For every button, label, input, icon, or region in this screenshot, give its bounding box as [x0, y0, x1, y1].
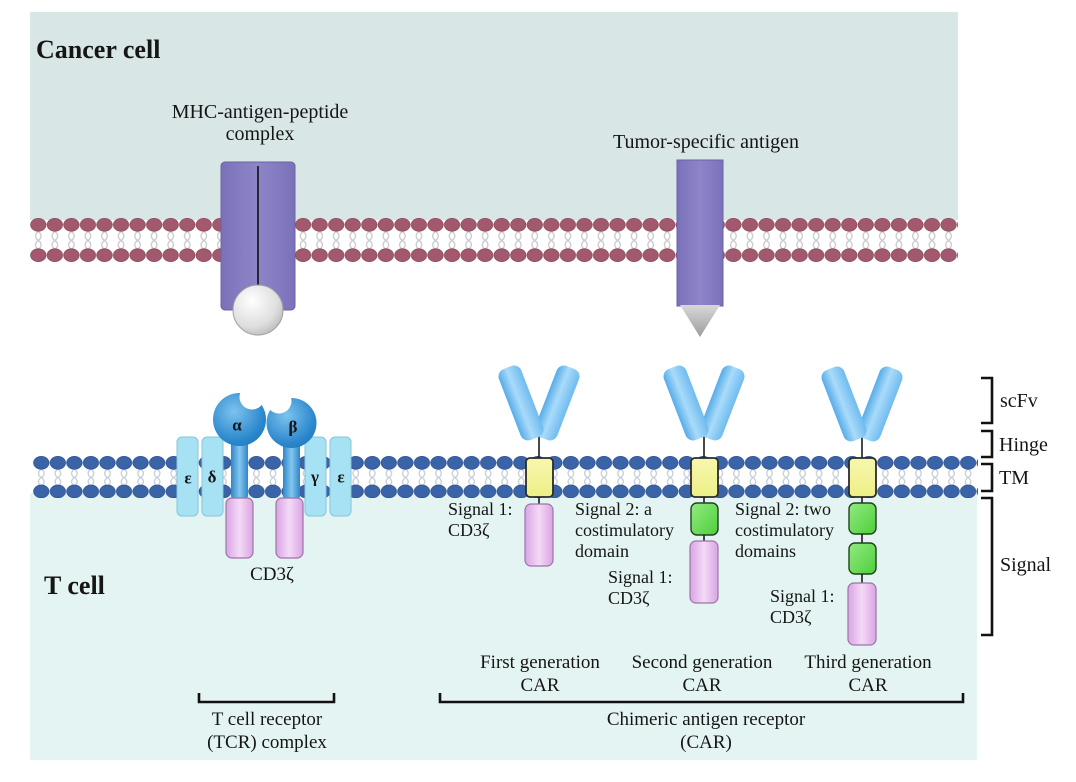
cd3-epsilon-right-label: ε: [337, 467, 345, 487]
signal-bracket: [981, 496, 994, 637]
tm-domain: [848, 457, 877, 498]
cd3z-domain: [689, 540, 719, 604]
cancer-cell-body: [30, 12, 958, 220]
second-car-signal1-label: Signal 1: CD3ζ: [608, 567, 673, 608]
tcr-cd3z-label: CD3ζ: [250, 564, 294, 585]
third-car-signal1-label: Signal 1: CD3ζ: [770, 586, 835, 627]
third-car-signal2-label: Signal 2: two costimulatory domains: [735, 499, 834, 561]
first-generation-car: [496, 363, 582, 567]
t-cell-body: [30, 493, 977, 760]
antigen-tip: [680, 305, 720, 337]
tcr-beta-label: β: [288, 417, 298, 437]
cd3-epsilon-right: [329, 436, 352, 517]
tcr-cd3z-left: [225, 497, 254, 559]
cd3-epsilon-left: [176, 436, 199, 517]
second-generation-car: [661, 363, 747, 604]
costimulatory-domain-1: [848, 502, 877, 535]
scfv-label: scFv: [1000, 390, 1038, 412]
first-generation-car-label: First generation CAR: [480, 652, 600, 696]
t-cell-membrane: [33, 456, 978, 498]
cd3-gamma-label: γ: [311, 467, 319, 487]
tm-bracket: [981, 462, 994, 493]
tcr-alpha-label: α: [232, 415, 242, 435]
tm-domain: [525, 457, 554, 498]
scfv-bracket: [981, 376, 994, 425]
cd3-gamma: [304, 436, 327, 517]
domain-brackets: [981, 376, 994, 637]
costimulatory-domain: [690, 502, 719, 536]
mhc-antigen-peptide-complex: [220, 161, 296, 336]
cd3z-domain: [847, 582, 877, 646]
tm-domain: [690, 457, 719, 498]
third-generation-car-label: Third generation CAR: [804, 652, 932, 696]
tcr-beta-notch: [266, 388, 292, 414]
first-car-signal1-label: Signal 1: CD3ζ: [448, 499, 513, 540]
tumor-specific-antigen: [676, 159, 724, 337]
scfv-domain: [661, 363, 747, 443]
t-cell-title: T cell: [44, 571, 105, 600]
group-brackets: [197, 693, 965, 704]
scfv-domain: [496, 363, 582, 443]
cd3-delta-label: δ: [207, 467, 217, 487]
third-generation-car: [819, 364, 905, 646]
signal-label: Signal: [1000, 554, 1052, 576]
tcr-complex: [176, 384, 352, 559]
costimulatory-domain-2: [848, 542, 877, 575]
tcr-bracket: [197, 693, 336, 704]
car-full-label: Chimeric antigen receptor (CAR): [606, 709, 806, 753]
cancer-cell-title: Cancer cell: [36, 35, 161, 64]
tm-label: TM: [999, 467, 1029, 489]
tumor-antigen-label: Tumor-specific antigen: [612, 131, 800, 153]
cd3z-domain: [524, 503, 554, 567]
tcr-beta-stem: [283, 432, 300, 502]
scfv-domain: [819, 364, 905, 444]
second-generation-car-label: Second generation CAR: [631, 652, 773, 696]
peptide-ball: [232, 284, 284, 336]
tcr-complex-label: T cell receptor (TCR) complex: [207, 709, 327, 753]
tcr-alpha-notch: [239, 384, 265, 410]
cd3-epsilon-left-label: ε: [184, 468, 192, 488]
cd3-delta: [201, 436, 224, 517]
mhc-complex-label: MHC-antigen-peptide complex: [171, 101, 349, 145]
cancer-cell-membrane: [30, 218, 958, 262]
hinge-label: Hinge: [999, 434, 1048, 456]
tcr-cd3z-right: [275, 497, 304, 559]
car-bracket: [438, 693, 965, 704]
hinge-bracket: [981, 429, 994, 459]
second-car-signal2-label: Signal 2: a costimulatory domain: [575, 499, 674, 561]
